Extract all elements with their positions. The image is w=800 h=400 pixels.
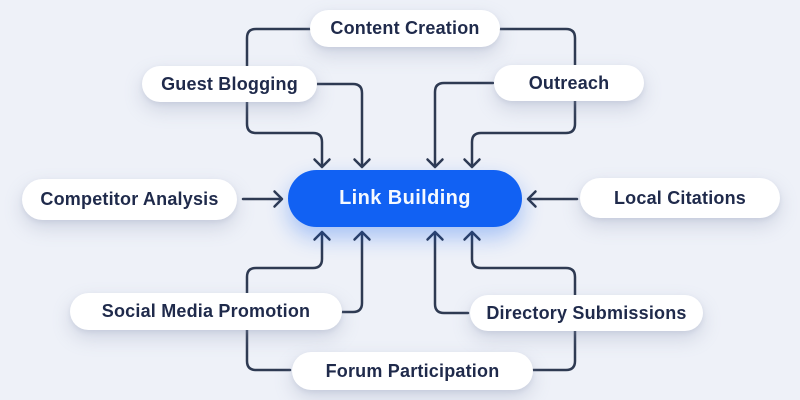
node-label: Social Media Promotion (101, 301, 311, 321)
arrowhead-down-icon (313, 158, 331, 169)
center-node-label: Link Building (339, 187, 471, 209)
edge-social-media-promotion (340, 231, 364, 314)
node-link-building-center: Link Building (288, 170, 522, 227)
arrowhead-down-icon (353, 158, 371, 169)
edge-forum-participation-right (470, 231, 577, 372)
node-directory-submissions: Directory Submissions (470, 295, 703, 331)
edge-outreach (433, 81, 495, 168)
node-label: Content Creation (330, 18, 480, 38)
edge-guest-blogging (315, 82, 364, 168)
arrowhead-up-icon (463, 230, 481, 241)
edge-content-creation-left (245, 27, 324, 168)
edge-content-creation-right (470, 27, 577, 168)
arrowhead-up-icon (426, 230, 444, 241)
node-outreach: Outreach (494, 65, 644, 101)
arrowhead-right-icon (273, 190, 284, 208)
node-social-media-promotion: Social Media Promotion (70, 293, 342, 330)
node-guest-blogging: Guest Blogging (142, 66, 317, 102)
arrowhead-down-icon (426, 158, 444, 169)
node-content-creation: Content Creation (310, 10, 500, 47)
edge-forum-participation-left (245, 231, 324, 372)
node-label: Directory Submissions (486, 302, 687, 323)
node-local-citations: Local Citations (580, 178, 780, 218)
node-label: Guest Blogging (161, 73, 298, 94)
node-competitor-analysis: Competitor Analysis (22, 179, 237, 220)
arrowhead-left-icon (526, 190, 537, 208)
arrowhead-down-icon (463, 158, 481, 169)
node-label: Forum Participation (325, 360, 500, 381)
node-label: Local Citations (613, 187, 746, 208)
node-forum-participation: Forum Participation (292, 352, 533, 390)
node-label: Competitor Analysis (40, 189, 219, 209)
node-label: Outreach (528, 72, 610, 93)
arrowhead-up-icon (313, 230, 331, 241)
edge-directory-submissions (433, 231, 470, 315)
arrowhead-up-icon (353, 230, 371, 241)
